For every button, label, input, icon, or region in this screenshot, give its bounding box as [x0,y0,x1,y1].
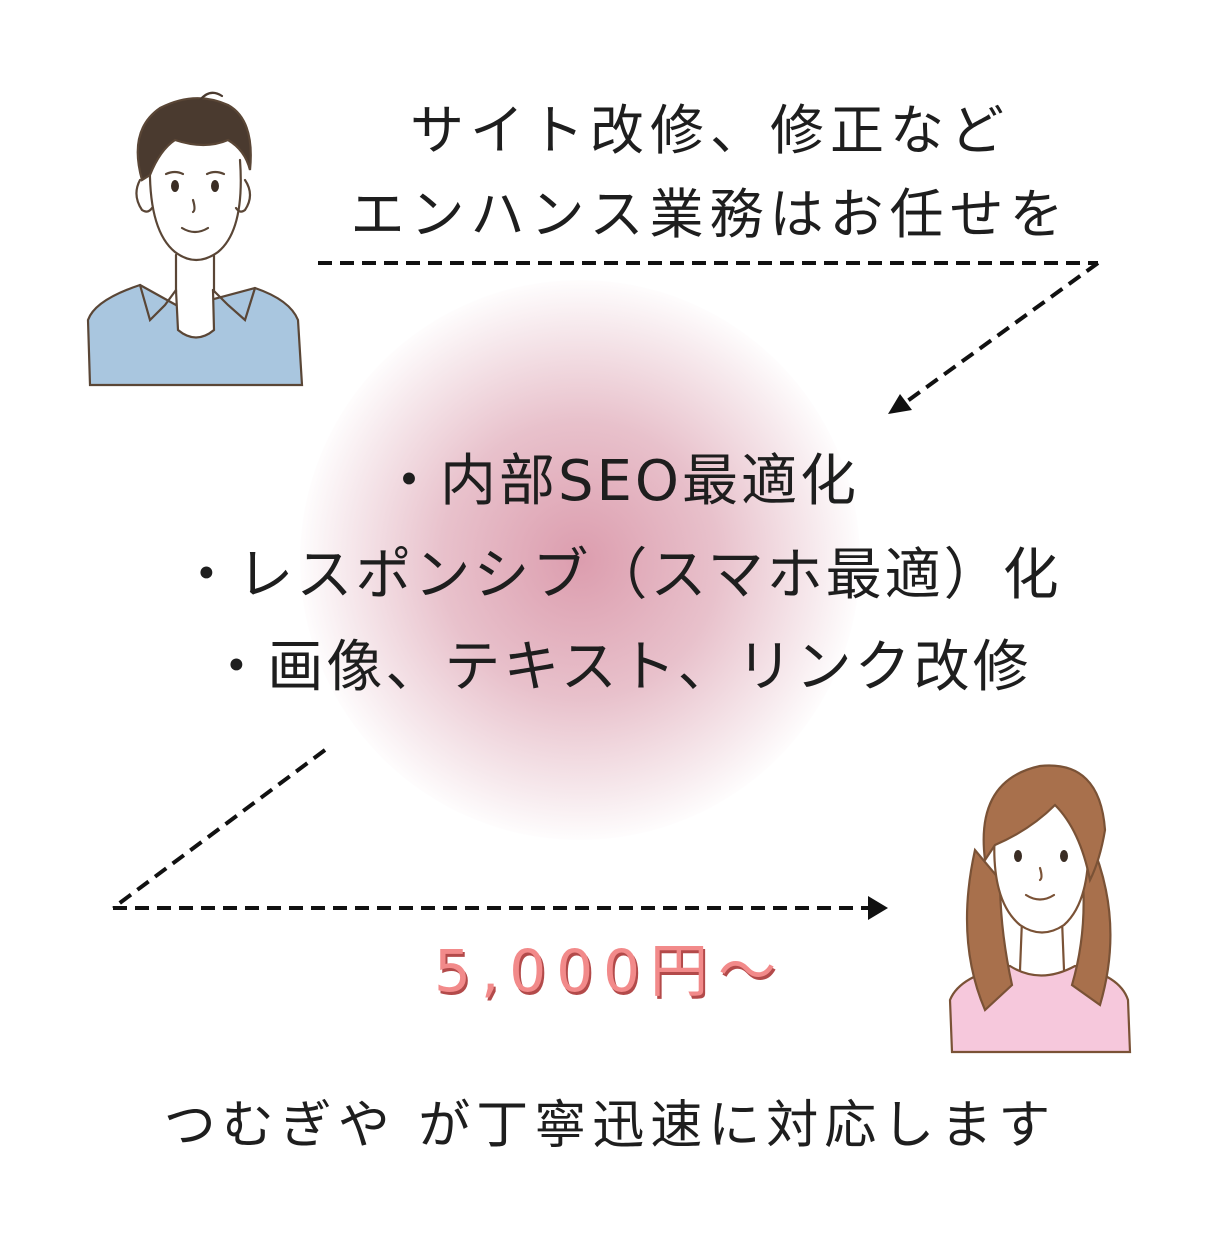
service-item-responsive: ・レスポンシブ（スマホ最適）化 [178,543,1062,608]
service-item-content: ・画像、テキスト、リンク改修 [208,635,1032,700]
dashed-arrow-down-left [318,261,1100,412]
pink-glow-background [300,280,860,840]
footer-message: つむぎや が丁寧迅速に対応します [163,1096,1057,1156]
arrowhead-down-left [888,394,912,414]
headline-line-1: サイト改修、修正など [410,99,1010,162]
price-label: 5,000円〜 [433,937,787,1005]
woman-illustration [948,764,1132,1054]
service-item-seo: ・内部SEO最適化 [380,449,859,514]
arrowhead-right [868,896,888,920]
dashed-arrow-right [111,748,872,910]
man-illustration [86,91,304,387]
headline-line-2: エンハンス業務はお任せを [350,183,1070,246]
